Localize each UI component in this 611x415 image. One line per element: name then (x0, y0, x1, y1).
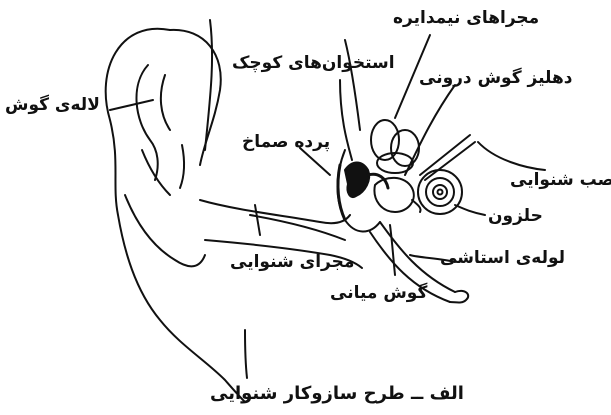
leader-nerve (478, 142, 545, 170)
label-inner-ear: دهلیز گوش درونی (419, 70, 572, 87)
leader-eardrum (300, 148, 330, 175)
pinna-fold-2 (161, 75, 170, 130)
leader-vestibule (405, 85, 455, 175)
label-middle-ear: گوش میانی (330, 285, 427, 302)
leader-caption (245, 330, 247, 378)
pinna-fold-3 (125, 195, 205, 266)
leader-ear-canal (255, 205, 260, 235)
leader-middle-ear (390, 225, 395, 275)
label-semicircular-canals: مجراهای نیمدایره (393, 10, 539, 27)
ossicles-shape (345, 163, 369, 198)
cochlea-outer (418, 170, 462, 214)
pinna-fold-5 (180, 145, 184, 188)
label-eardrum: پرده صماخ (242, 134, 330, 151)
diagram-caption: الف ــ طرح سازوکار شنوایی (210, 385, 464, 403)
pinna-outline (106, 29, 245, 402)
label-pinna: لاله‌ی گوش (5, 97, 100, 114)
tube-end (450, 291, 468, 303)
label-ear-canal: مجرای شنوایی (230, 254, 354, 271)
pinna-top (170, 30, 221, 165)
label-ossicles: استخوان‌های کوچک (232, 55, 395, 72)
leader-cochlea (455, 205, 485, 215)
label-cochlea: حلزون (488, 208, 543, 225)
label-auditory-nerve: عصب شنوایی (510, 172, 611, 189)
label-eustachian-tube: لوله‌ی استاشی (440, 250, 565, 267)
vestibule (374, 178, 413, 212)
leader-ossicles (340, 80, 352, 160)
eardrum (338, 165, 345, 220)
canal-loop-2 (391, 130, 419, 166)
leader-pinna (110, 100, 153, 110)
head-contour (205, 20, 212, 150)
